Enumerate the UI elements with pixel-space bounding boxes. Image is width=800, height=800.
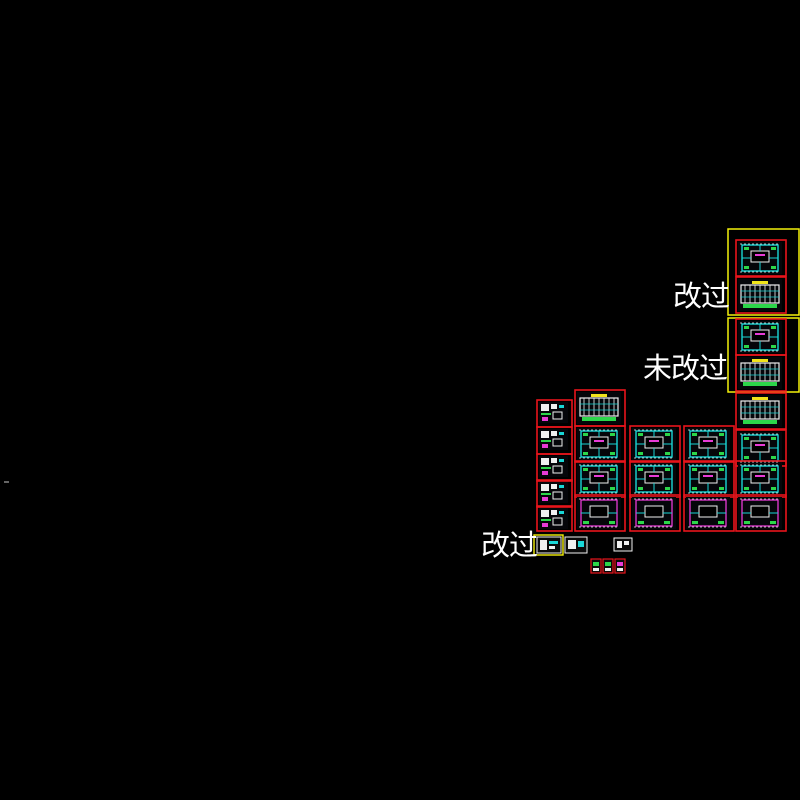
sheet-c1-4[interactable] — [536, 479, 573, 508]
highlight-frame-revised-bottom — [533, 534, 564, 556]
sheet-r1[interactable] — [735, 239, 787, 277]
highlight-frame-revised — [727, 228, 800, 316]
sheet-small-1[interactable] — [536, 536, 562, 554]
highlight-frame-unrevised — [727, 317, 800, 393]
sheet-c2-3[interactable] — [574, 460, 626, 498]
sheet-c4-2[interactable] — [683, 460, 735, 498]
sheet-r5[interactable] — [735, 392, 787, 430]
sheet-c3-3[interactable] — [629, 494, 681, 532]
sheet-tiny-3[interactable] — [614, 558, 626, 574]
revised-group-bottom[interactable] — [533, 534, 564, 556]
sheet-r8[interactable] — [735, 494, 787, 532]
sheet-r7[interactable] — [735, 460, 787, 498]
sheet-tiny-2[interactable] — [602, 558, 614, 574]
revised-group-top[interactable] — [727, 228, 800, 316]
annotation-unrevised: 未改过 — [643, 351, 727, 385]
sheet-c1-2[interactable] — [536, 426, 573, 455]
sheet-c2-1[interactable] — [574, 389, 626, 427]
sheet-c1-5[interactable] — [536, 505, 573, 532]
sheet-tiny-1[interactable] — [590, 558, 602, 574]
sheet-c1-1[interactable] — [536, 399, 573, 428]
sheet-c4-3[interactable] — [683, 494, 735, 532]
unrevised-group[interactable] — [727, 317, 800, 393]
sheet-c3-1[interactable] — [629, 425, 681, 463]
sheet-r2[interactable] — [735, 276, 787, 314]
sheet-small-2[interactable] — [564, 536, 588, 554]
annotation-revised-top: 改过 — [673, 279, 729, 313]
sheet-c2-4[interactable] — [574, 494, 626, 532]
annotation-revised-bottom: 改过 — [481, 528, 537, 562]
sheet-c3-2[interactable] — [629, 460, 681, 498]
sheet-r4[interactable] — [735, 354, 787, 392]
sheet-c1-3[interactable] — [536, 453, 573, 482]
sheet-c2-2[interactable] — [574, 425, 626, 463]
sheet-small-3[interactable] — [613, 537, 633, 552]
sheet-c4-1[interactable] — [683, 425, 735, 463]
sheet-r3[interactable] — [735, 318, 787, 356]
